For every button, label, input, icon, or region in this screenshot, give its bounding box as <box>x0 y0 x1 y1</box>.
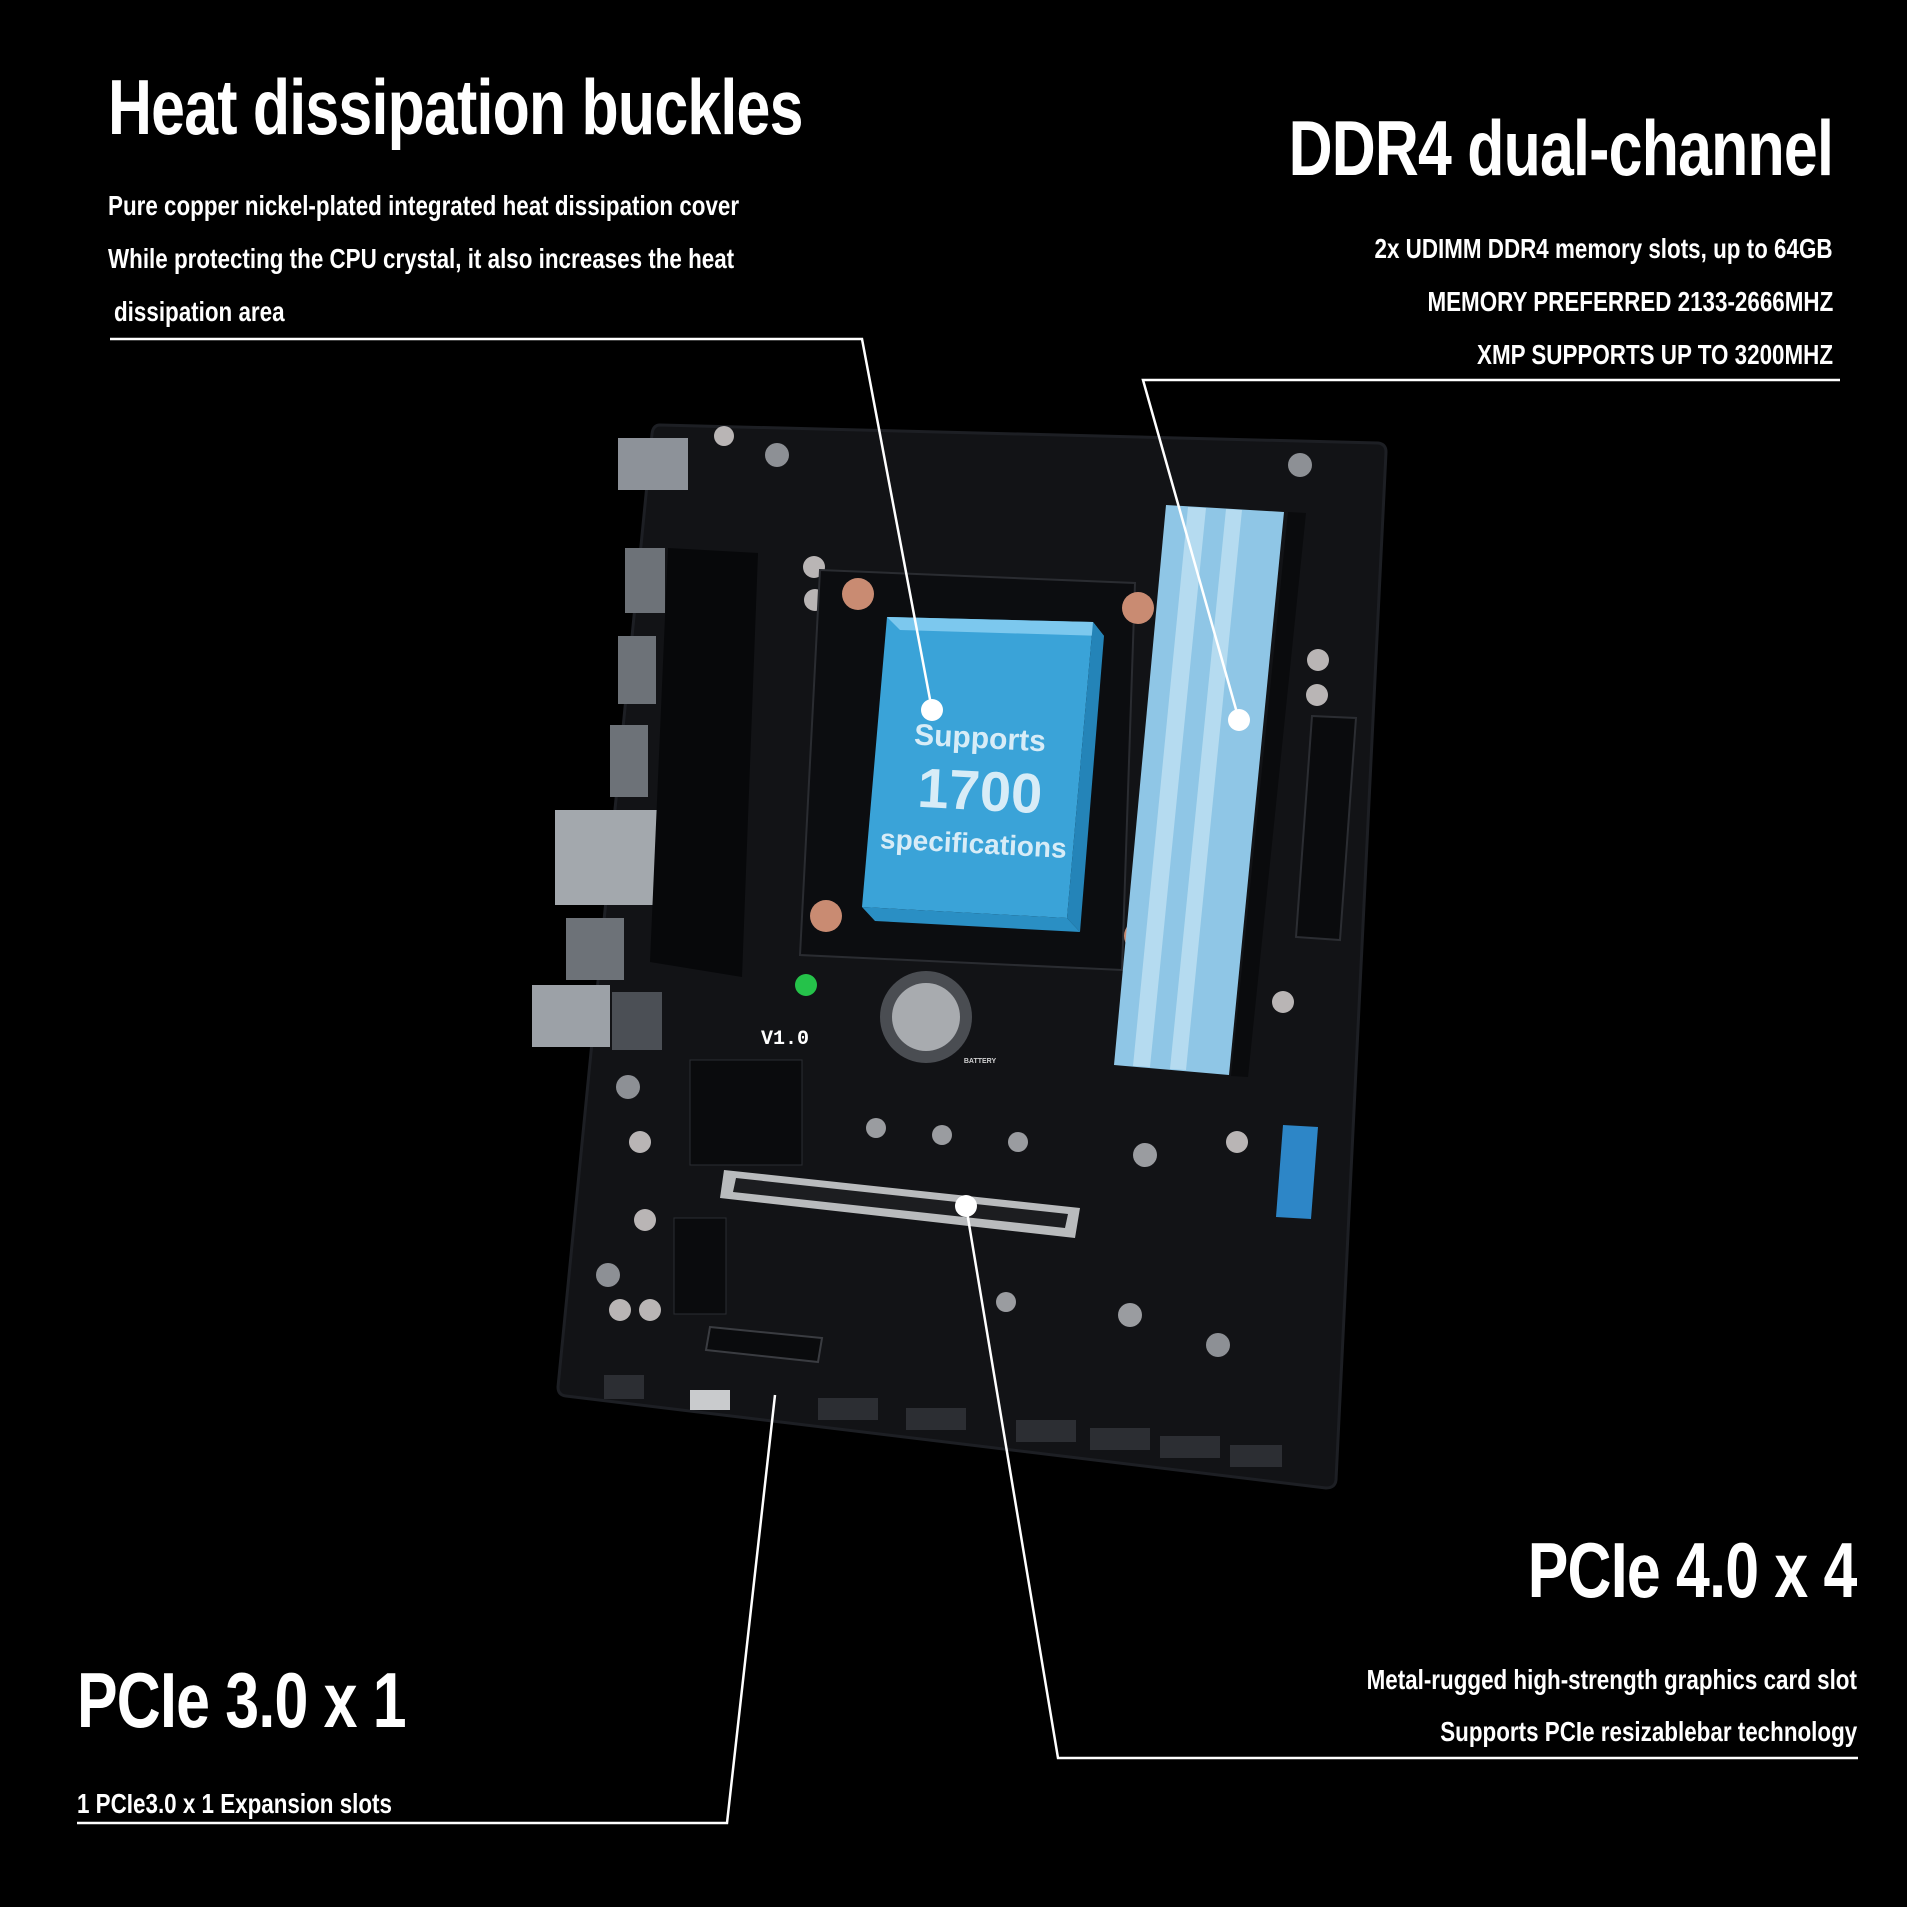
pcie4-desc-line-2: Supports PCIe resizablebar technology <box>1440 1716 1857 1747</box>
pcie3-title: PCIe 3.0 x 1 <box>77 1656 407 1744</box>
pcie4-desc-line-1: Metal-rugged high-strength graphics card… <box>1366 1664 1857 1695</box>
heat-title: Heat dissipation buckles <box>108 63 803 151</box>
ddr4-desc-line-3: XMP SUPPORTS UP TO 3200MHZ <box>1476 339 1833 370</box>
battery-label: BATTERY <box>963 1058 997 1065</box>
cpu-cover-text-line-2: 1700 <box>916 755 1044 826</box>
board-version-label: V1.0 <box>760 1028 809 1051</box>
ddr4-title: DDR4 dual-channel <box>1288 104 1833 192</box>
heat-desc-line-2: While protecting the CPU crystal, it als… <box>108 243 735 274</box>
ddr4-desc-line-1: 2x UDIMM DDR4 memory slots, up to 64GB <box>1374 233 1833 264</box>
pcie3-desc-line-1: 1 PCIe3.0 x 1 Expansion slots <box>77 1788 392 1819</box>
heat-desc-line-3: dissipation area <box>114 296 285 327</box>
pcie4-title: PCIe 4.0 x 4 <box>1528 1526 1858 1614</box>
ddr4-desc-line-2: MEMORY PREFERRED 2133-2666MHZ <box>1427 286 1833 317</box>
heat-desc-line-1: Pure copper nickel-plated integrated hea… <box>108 190 740 221</box>
